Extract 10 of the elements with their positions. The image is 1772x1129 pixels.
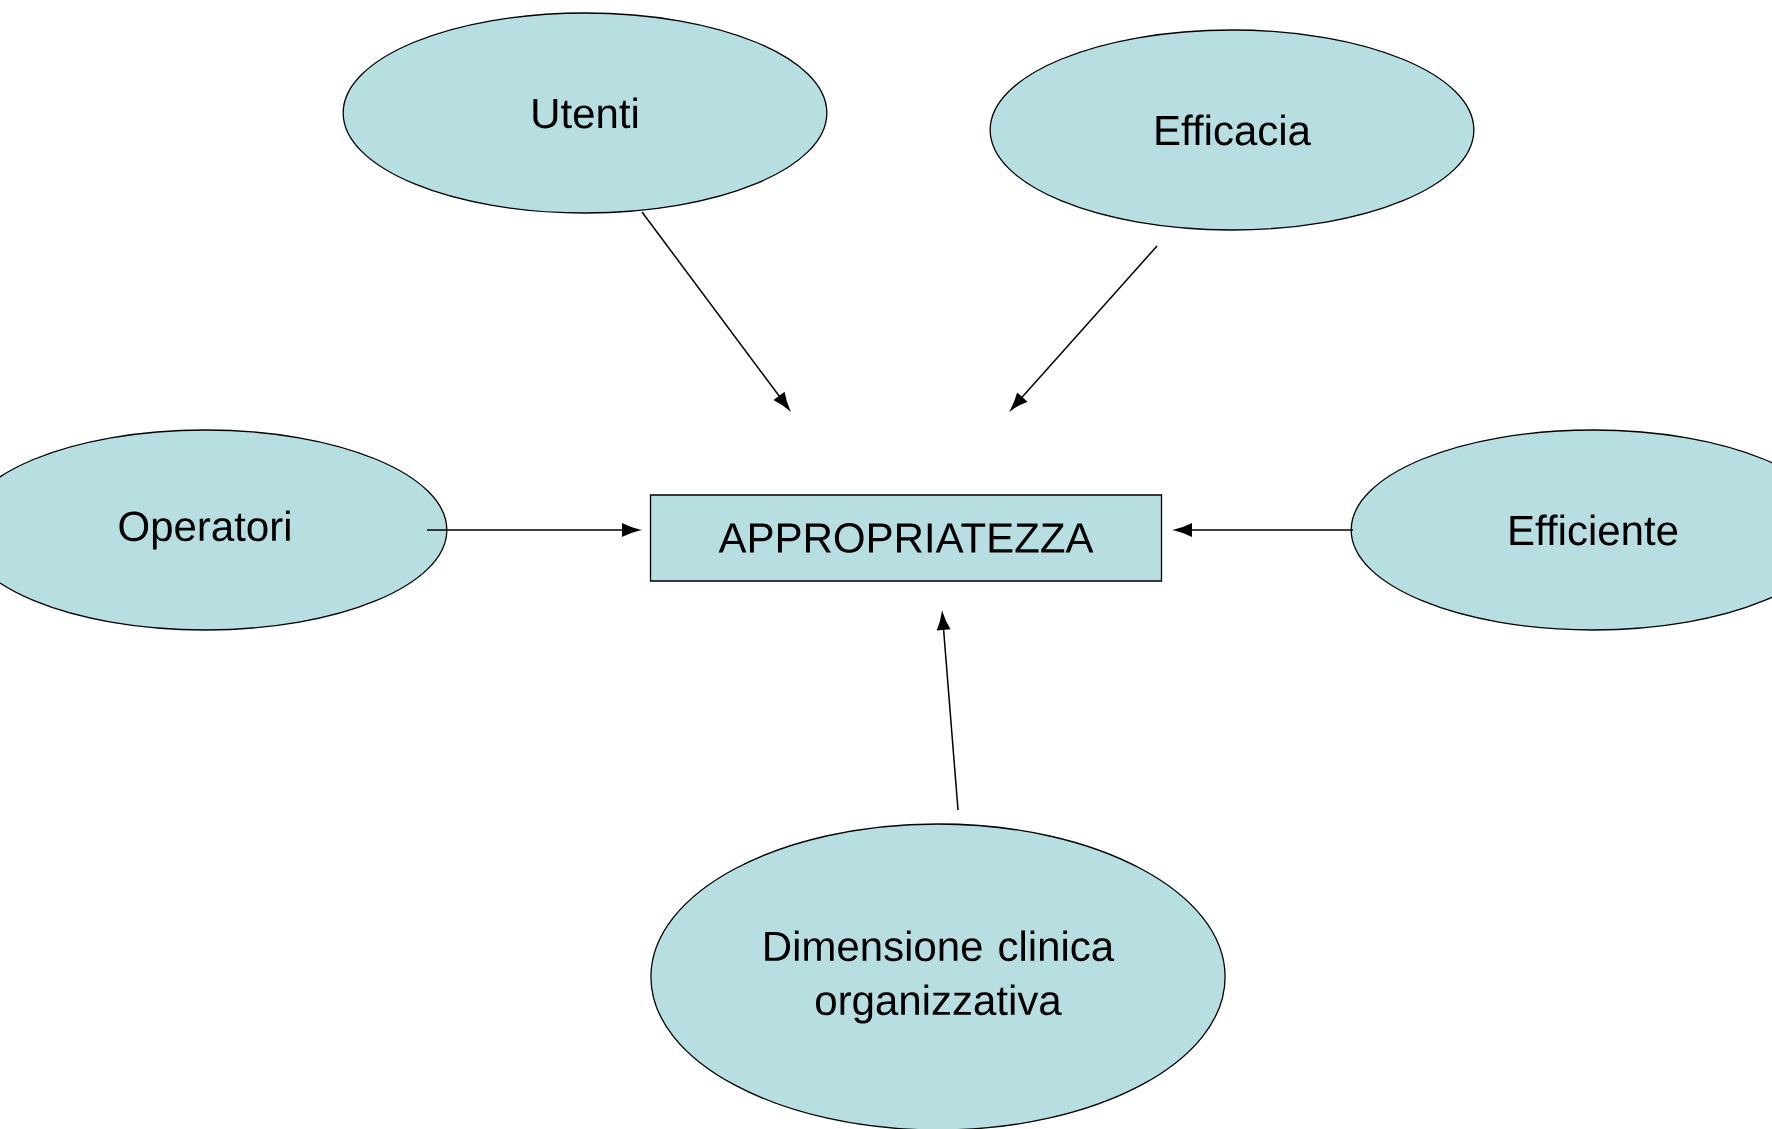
arrow [426,523,640,537]
process-box: APPROPRIATEZZA [649,494,1163,582]
arrow [937,612,959,811]
arrow [1174,523,1354,537]
ellipse-node: Utenti [342,12,828,214]
ellipse-node: Dimensione clinica organizzativa [650,823,1226,1129]
arrow [1010,245,1158,411]
arrow [641,211,790,411]
ellipse-node: Efficacia [989,29,1475,231]
ellipse-node: Efficiente [1350,429,1772,631]
